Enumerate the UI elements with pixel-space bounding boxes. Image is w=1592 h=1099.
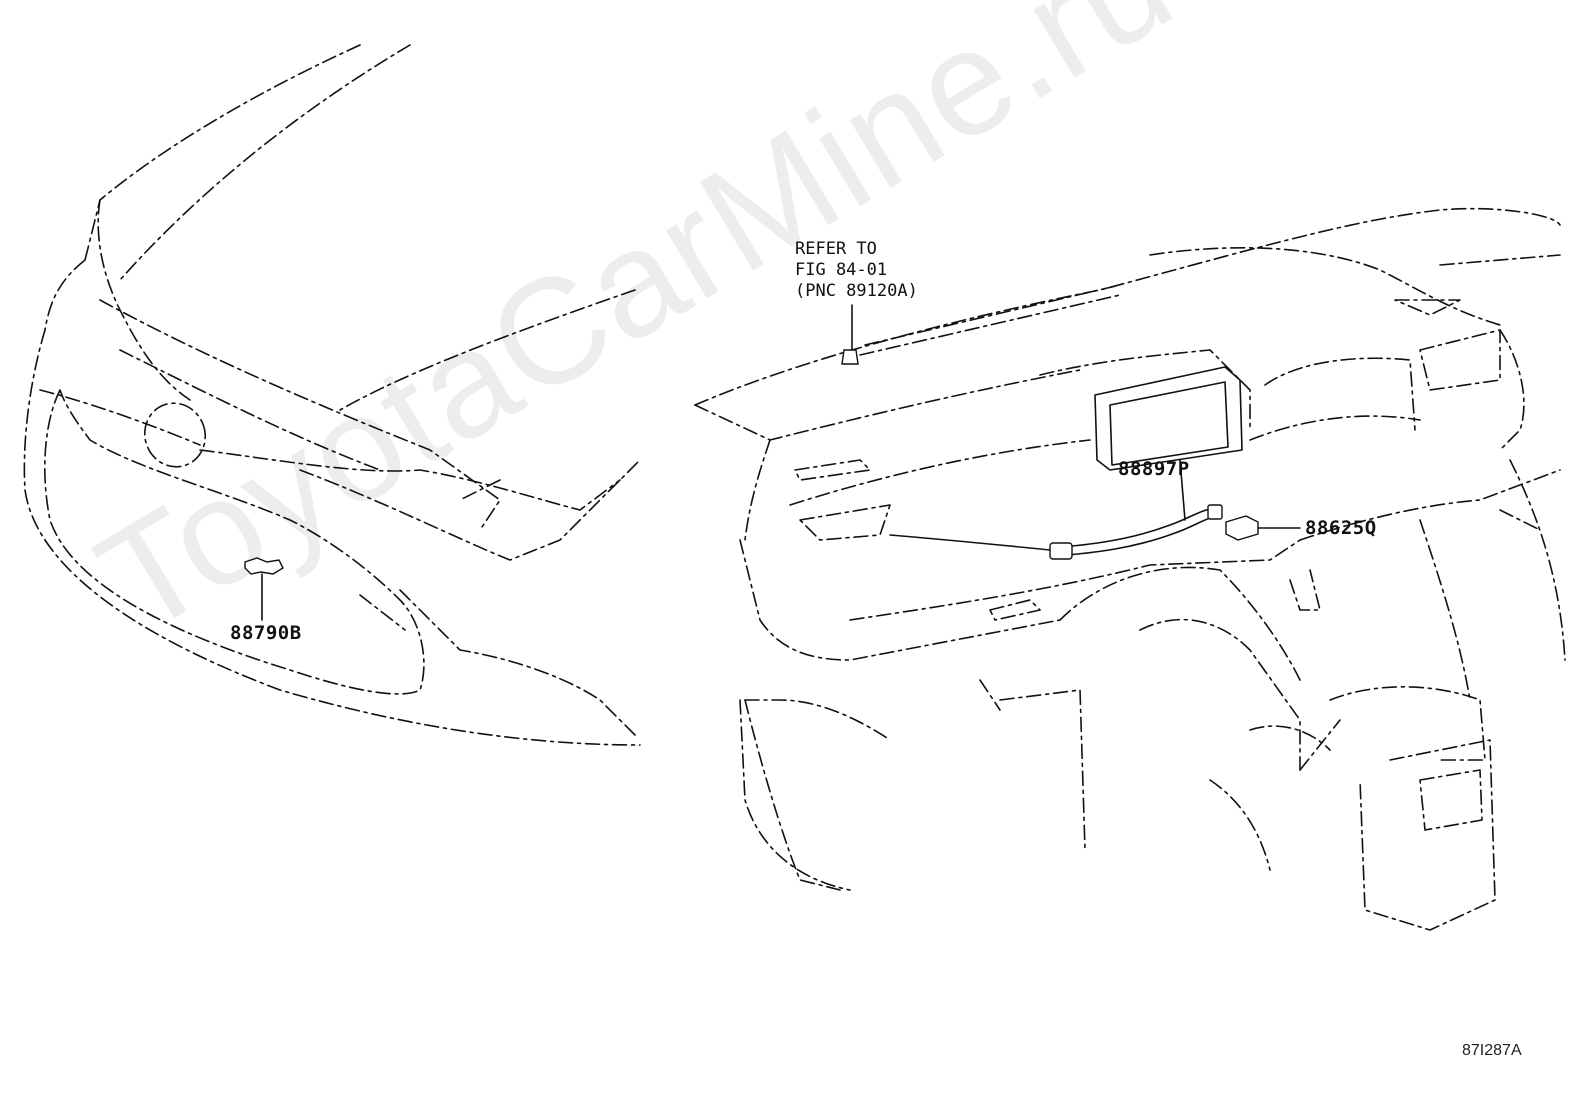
front-sensor-part bbox=[244, 557, 284, 621]
wire-harness-part bbox=[889, 504, 1223, 560]
clip-part bbox=[841, 304, 859, 365]
reference-note-line2: FIG 84-01 bbox=[795, 260, 888, 280]
reference-note: REFER TO FIG 84-01 (PNC 89120A) bbox=[795, 239, 918, 302]
reference-note-line1: REFER TO bbox=[795, 239, 877, 259]
sensor-unit-part bbox=[1225, 515, 1301, 541]
front-bumper-illustration bbox=[23, 44, 641, 746]
center-display-part bbox=[1094, 366, 1243, 521]
reference-note-line3: (PNC 89120A) bbox=[795, 281, 918, 301]
callout-sensor-unit: 88625Q bbox=[1305, 517, 1377, 539]
figure-id: 87I287A bbox=[1462, 1042, 1522, 1059]
interior-dashboard-illustration bbox=[694, 207, 1566, 931]
callout-front-sensor: 88790B bbox=[230, 622, 302, 644]
callout-display: 88897P bbox=[1118, 458, 1190, 480]
